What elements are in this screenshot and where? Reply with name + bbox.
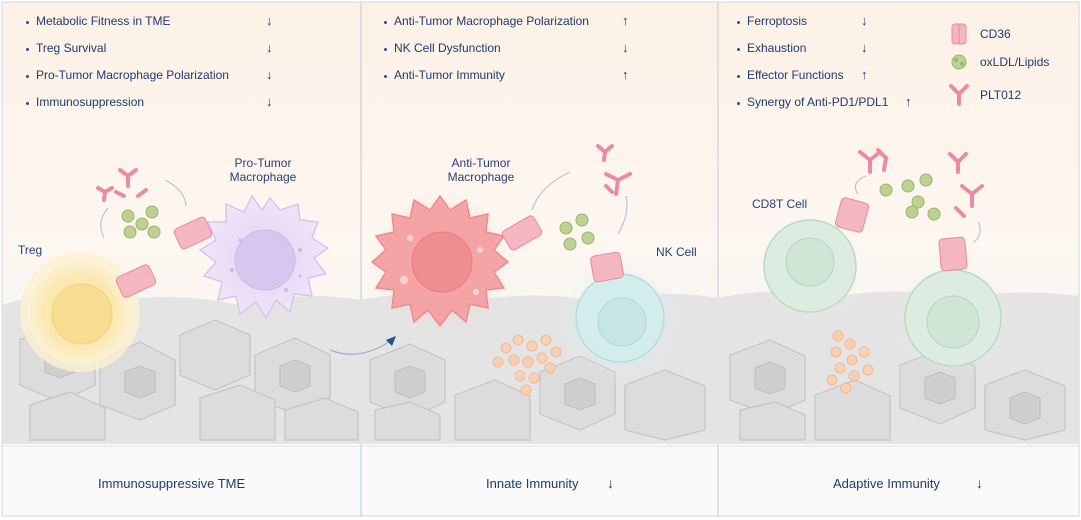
cd36-receptor-icon — [951, 23, 967, 45]
trend-arrow-icon: ↑ — [622, 67, 629, 82]
footer-band — [1, 445, 1080, 517]
bullet-item: Synergy of Anti-PD1/PDL1 ↑ — [737, 94, 937, 122]
cd36-receptors-panel2 — [501, 215, 624, 283]
bullet-text: Treg Survival — [36, 41, 107, 55]
trend-arrow-icon: ↑ — [861, 67, 868, 82]
bullet-dot — [26, 21, 29, 24]
nk-cell-nucleus — [597, 297, 647, 347]
legend-label-plt012: PLT012 — [980, 88, 1022, 102]
bullet-dot — [26, 75, 29, 78]
inhibit-arrow-panel3 — [854, 175, 867, 195]
bullet-text: NK Cell Dysfunction — [394, 41, 501, 55]
bullet-dot — [737, 48, 740, 51]
cd8t-cell-label: CD8T Cell — [752, 197, 808, 211]
footer-down-arrow-icon: ↓ — [976, 475, 983, 491]
cd36-receptors-panel3 — [834, 197, 968, 272]
lipid-droplets-panel3 — [826, 330, 874, 394]
inhibit-arrow-panel1 — [100, 207, 109, 239]
lipid-droplets-panel2 — [492, 334, 562, 396]
bullet-item: Anti-Tumor Immunity ↑ — [384, 67, 724, 95]
bullet-text: Immunosuppression — [36, 95, 145, 109]
lipid-cluster-panel2 — [559, 213, 595, 251]
nk-cell-label: NK Cell — [656, 245, 697, 259]
bullet-dot — [26, 102, 29, 105]
bullet-dot — [384, 48, 387, 51]
bullet-dot — [737, 75, 740, 78]
bullet-text: Metabolic Fitness in TME — [36, 14, 171, 28]
bullet-item: Pro-Tumor Macrophage Polarization ↓ — [26, 67, 366, 95]
bullet-item: Metabolic Fitness in TME ↓ — [26, 13, 366, 41]
lipid-particle-icon — [951, 54, 967, 70]
bullet-text: Exhaustion — [747, 41, 807, 55]
polarization-arrowhead — [386, 336, 396, 346]
panel-1-bullets: Metabolic Fitness in TME ↓ Treg Survival ↓… — [26, 13, 366, 122]
trend-arrow-icon: ↓ — [861, 40, 868, 55]
plt012-antibodies-panel1 — [96, 168, 148, 202]
lipid-cluster-panel1 — [121, 205, 161, 239]
bullet-text: Pro-Tumor Macrophage Polarization — [36, 68, 229, 82]
cd8t-cell-1-nucleus — [785, 237, 835, 287]
trend-arrow-icon: ↓ — [861, 13, 868, 28]
flow-arrow-panel3 — [973, 221, 981, 243]
flow-arrow-panel1 — [164, 179, 187, 207]
footer-label-immunosuppressive-tme: Immunosuppressive TME — [98, 476, 246, 491]
trend-arrow-icon: ↓ — [266, 13, 273, 28]
footer-down-arrow-icon: ↓ — [607, 475, 614, 491]
bullet-text: Anti-Tumor Macrophage Polarization — [394, 14, 589, 28]
bullet-dot — [384, 75, 387, 78]
trend-arrow-icon: ↓ — [266, 67, 273, 82]
treg-label: Treg — [18, 243, 43, 257]
plt012-antibodies-panel3 — [858, 148, 984, 218]
legend-label-lipids: oxLDL/Lipids — [980, 55, 1050, 69]
cd36-receptors-panel1 — [115, 216, 213, 298]
pro-tumor-macrophage-label: Pro-Tumor Macrophage — [229, 156, 297, 184]
bullet-text: Ferroptosis — [747, 14, 808, 28]
footer-label-innate-immunity: Innate Immunity — [486, 476, 579, 491]
polarization-arrow — [329, 339, 393, 355]
flow-arrow-panel2 — [617, 195, 628, 235]
bullet-text: Synergy of Anti-PD1/PDL1 — [747, 95, 889, 109]
trend-arrow-icon: ↓ — [266, 40, 273, 55]
panel-3-bullets: Ferroptosis ↓ Exhaustion ↓ Effector Functi… — [737, 13, 937, 122]
bullet-item: Effector Functions ↑ — [737, 67, 937, 95]
bullet-item: Immunosuppression ↓ — [26, 94, 366, 122]
panel-2-bullets: Anti-Tumor Macrophage Polarization ↑ NK C… — [384, 13, 724, 95]
anti-tumor-macrophage-vesicles — [400, 235, 483, 295]
bullet-dot — [737, 21, 740, 24]
bullet-item: Treg Survival ↓ — [26, 40, 366, 68]
bullet-text: Effector Functions — [747, 68, 844, 82]
trend-arrow-icon: ↑ — [905, 94, 912, 109]
pro-tumor-macrophage-nucleus — [234, 229, 296, 291]
treg-nucleus — [51, 283, 113, 345]
cd8t-cell-2-nucleus — [926, 295, 980, 349]
anti-tumor-macrophage-nucleus — [411, 231, 473, 293]
trend-arrow-icon: ↑ — [622, 13, 629, 28]
bullet-text: Anti-Tumor Immunity — [394, 68, 505, 82]
anti-tumor-macrophage-label: Anti-Tumor Macrophage — [447, 156, 515, 184]
bullet-item: NK Cell Dysfunction ↓ — [384, 40, 724, 68]
bullet-item: Ferroptosis ↓ — [737, 13, 937, 41]
bullet-dot — [26, 48, 29, 51]
bullet-item: Exhaustion ↓ — [737, 40, 937, 68]
trend-arrow-icon: ↓ — [622, 40, 629, 55]
footer-label-adaptive-immunity: Adaptive Immunity — [833, 476, 940, 491]
pro-tumor-macrophage-granules — [230, 238, 302, 292]
plt012-antibody-icon — [949, 84, 969, 106]
legend-label-cd36: CD36 — [980, 27, 1011, 41]
inhibit-arrow-panel2 — [531, 171, 571, 211]
bullet-dot — [384, 21, 387, 24]
trend-arrow-icon: ↓ — [266, 94, 273, 109]
lipid-cluster-panel3 — [879, 173, 941, 221]
bullet-item: Anti-Tumor Macrophage Polarization ↑ — [384, 13, 724, 41]
bullet-dot — [737, 102, 740, 105]
plt012-antibodies-panel2 — [596, 144, 632, 196]
